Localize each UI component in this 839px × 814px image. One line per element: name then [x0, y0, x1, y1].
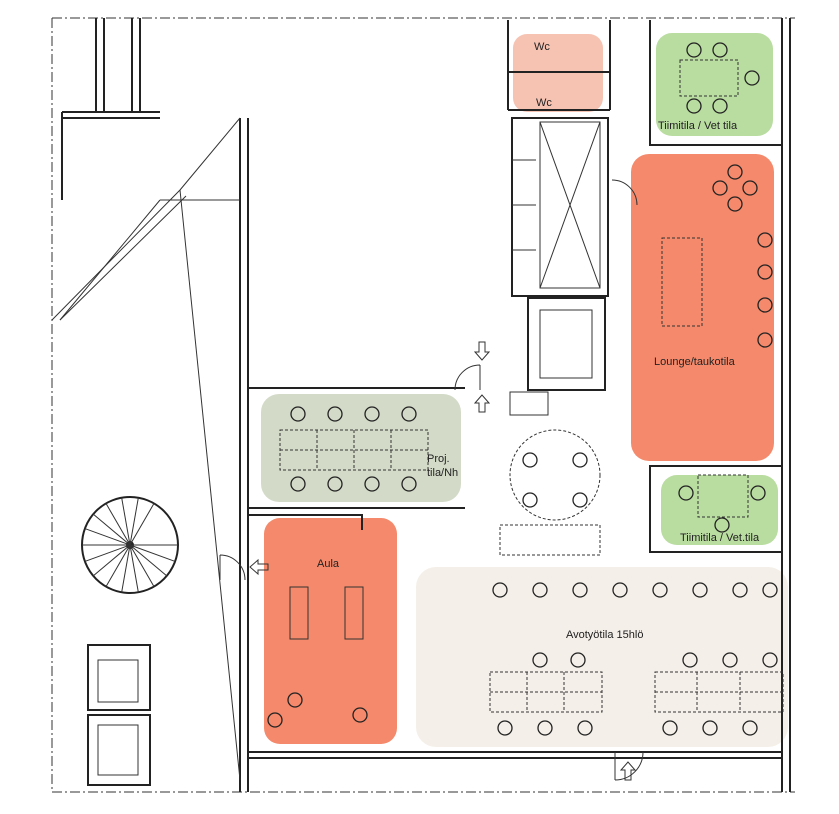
chair	[686, 98, 702, 114]
chair	[727, 196, 743, 212]
walls	[61, 18, 791, 792]
chair	[522, 492, 538, 508]
chair	[727, 164, 743, 180]
chair	[742, 720, 758, 736]
arrow-up-icon	[473, 394, 491, 413]
chair	[267, 712, 283, 728]
chair	[352, 707, 368, 723]
team-room-bottom-area	[661, 475, 778, 545]
chair	[682, 652, 698, 668]
stair-step	[129, 544, 176, 562]
chairs	[267, 42, 778, 736]
label-lounge: Lounge/taukotila	[654, 356, 736, 368]
stair-step	[129, 544, 168, 577]
stair-step	[129, 503, 155, 546]
chair	[702, 720, 718, 736]
label-team-room-top: Tiimitila / Vet tila	[658, 120, 738, 132]
label-open-office: Avotyötila 15hlö	[566, 629, 643, 641]
chair	[577, 720, 593, 736]
label-wc-bottom: Wc	[536, 97, 552, 109]
chair	[287, 692, 303, 708]
chair	[532, 582, 548, 598]
ramp-lines	[59, 199, 240, 321]
chair	[492, 582, 508, 598]
chair	[732, 582, 748, 598]
chair	[401, 476, 417, 492]
chair	[364, 476, 380, 492]
chair	[612, 582, 628, 598]
chair	[762, 582, 778, 598]
label-project-room-2: tila/Nh	[427, 467, 458, 479]
chair	[714, 517, 730, 533]
chair	[532, 652, 548, 668]
chair	[662, 720, 678, 736]
elevator-shafts	[87, 644, 151, 786]
chair	[757, 297, 773, 313]
stair-step	[84, 528, 131, 546]
arrow-down-icon	[473, 341, 491, 361]
stair-step	[92, 544, 131, 577]
chair	[290, 406, 306, 422]
doors	[219, 179, 644, 781]
chair	[722, 652, 738, 668]
stair-step	[121, 497, 131, 546]
label-team-room-bottom: Tiimitila / Vet.tila	[680, 532, 760, 544]
stair-step	[105, 503, 131, 546]
chair	[652, 582, 668, 598]
arrow-left-icon	[249, 558, 269, 576]
label-project-room-1: Proj.	[427, 453, 450, 465]
chair	[290, 476, 306, 492]
open-office-area	[416, 567, 788, 747]
stair-step	[129, 544, 155, 587]
chair	[572, 582, 588, 598]
chair	[327, 406, 343, 422]
sight-line	[179, 189, 241, 781]
chair	[757, 332, 773, 348]
arrow-up-icon	[619, 761, 637, 781]
chair	[750, 485, 766, 501]
stair-step	[105, 544, 131, 587]
stair-step	[129, 544, 139, 593]
chair	[327, 476, 343, 492]
team-room-top-area	[656, 33, 773, 136]
lounge-area	[631, 154, 774, 461]
tables	[279, 59, 784, 713]
chair	[744, 70, 760, 86]
stair-step	[121, 544, 131, 593]
site-boundary	[51, 17, 795, 793]
chair	[364, 406, 380, 422]
chair	[570, 652, 586, 668]
chair	[686, 42, 702, 58]
chair	[497, 720, 513, 736]
chair	[678, 485, 694, 501]
stair-step	[129, 497, 139, 546]
chair	[712, 98, 728, 114]
chair	[522, 452, 538, 468]
chair	[757, 264, 773, 280]
chair	[757, 232, 773, 248]
chair	[537, 720, 553, 736]
chair	[712, 180, 728, 196]
label-wc-top: Wc	[534, 41, 550, 53]
spiral-staircase	[81, 496, 179, 594]
ramp	[51, 117, 241, 321]
chair	[572, 492, 588, 508]
stair-step	[84, 544, 131, 562]
chair	[762, 652, 778, 668]
chair	[572, 452, 588, 468]
lobby-area	[264, 518, 397, 744]
stair-step	[92, 513, 131, 546]
label-lobby: Aula	[317, 558, 340, 570]
chair	[712, 42, 728, 58]
chair	[401, 406, 417, 422]
chair	[742, 180, 758, 196]
chair	[692, 582, 708, 598]
